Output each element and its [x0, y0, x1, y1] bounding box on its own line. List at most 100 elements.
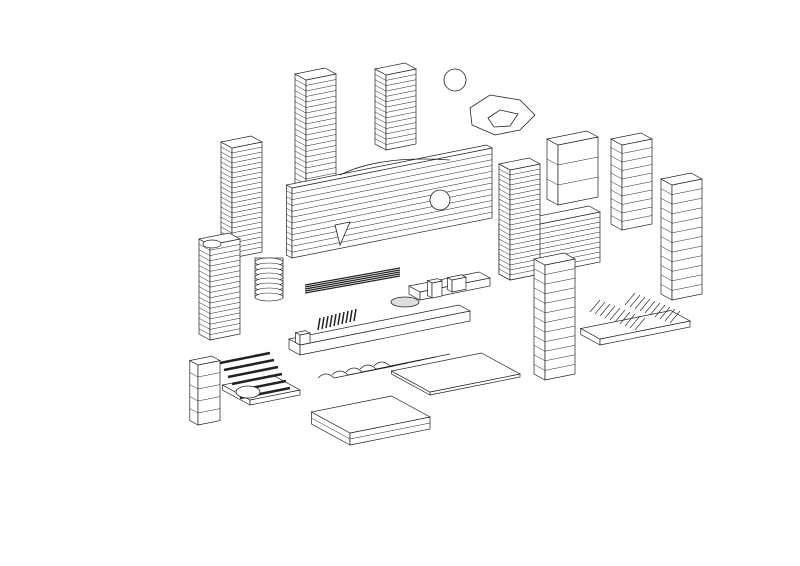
vault — [345, 359, 423, 373]
floor-line — [498, 178, 541, 186]
left-face — [427, 280, 433, 299]
figure — [353, 308, 357, 322]
figure — [345, 310, 349, 324]
slab-circular-void — [429, 189, 451, 211]
figure — [333, 313, 337, 327]
top-face — [294, 330, 312, 336]
floor-line — [294, 106, 337, 114]
floor-line — [498, 168, 541, 176]
floor-line — [660, 265, 703, 272]
floor-line — [198, 317, 241, 325]
floor-line — [198, 270, 241, 277]
floor-line — [660, 226, 703, 234]
stripe — [227, 365, 279, 379]
slab-roof-curve — [339, 158, 451, 176]
top-face — [310, 395, 432, 434]
floor-line — [286, 211, 493, 253]
floor-line — [498, 193, 541, 201]
stripe — [629, 294, 641, 308]
star-plan-core — [487, 109, 519, 128]
floor-line — [198, 249, 241, 256]
floor-line — [294, 139, 337, 147]
floor-line — [533, 306, 576, 314]
floor-line — [533, 345, 576, 352]
stripe — [629, 315, 641, 329]
floor-line — [220, 161, 263, 169]
top-face — [287, 304, 472, 346]
floor-line — [294, 112, 337, 119]
floor-line — [294, 172, 337, 180]
figure — [329, 314, 333, 328]
top-face — [579, 310, 692, 340]
floor-line — [294, 128, 337, 136]
floor-line — [498, 173, 541, 181]
floor-line — [498, 208, 541, 216]
tower-top-2 — [373, 62, 418, 151]
floor-line — [533, 316, 576, 323]
floor-line — [294, 167, 337, 174]
top-face — [373, 62, 418, 76]
top-face — [497, 157, 542, 171]
floor-line — [533, 325, 576, 333]
floor-line — [198, 244, 241, 251]
floor-line — [498, 243, 541, 251]
stripe-bar — [304, 273, 401, 292]
stripe — [654, 304, 666, 318]
stripe — [614, 309, 626, 323]
floor-line — [294, 150, 337, 158]
left-face — [546, 138, 559, 206]
floor-line — [498, 248, 541, 256]
stripe — [219, 351, 271, 365]
floor-line — [286, 171, 493, 212]
floor-line — [660, 245, 703, 253]
floor-line — [374, 122, 417, 129]
floor-line — [374, 127, 417, 135]
slab-triangular-void — [334, 221, 351, 247]
stripe — [649, 302, 661, 316]
floor-line — [198, 291, 241, 299]
right-face — [197, 360, 221, 426]
floor-line — [286, 176, 493, 218]
floor-line — [311, 417, 431, 440]
floor-line — [198, 259, 241, 267]
floor-line — [374, 84, 417, 92]
floor-line — [498, 183, 541, 191]
floor-line — [374, 106, 417, 113]
round-plinth — [235, 385, 261, 399]
floor-line — [220, 176, 263, 184]
floor-line — [374, 95, 417, 103]
stripe — [604, 305, 616, 319]
floor-line — [220, 151, 263, 159]
stripe — [624, 313, 636, 327]
floor-line — [220, 216, 263, 224]
floor-line — [610, 147, 653, 154]
floor-line — [533, 287, 576, 295]
floor-line — [498, 203, 541, 211]
vault — [317, 365, 395, 379]
figure — [321, 316, 325, 330]
floor-line — [294, 123, 337, 130]
floor-line — [374, 138, 417, 145]
small-block-bottom-left — [188, 355, 222, 426]
floor-line — [498, 218, 541, 226]
floor-line — [610, 181, 653, 188]
top-face — [545, 130, 600, 146]
floor-line — [286, 200, 493, 241]
frame-tower — [545, 130, 600, 206]
oval-object — [390, 296, 420, 308]
floor-line — [498, 238, 541, 246]
floor-line — [220, 211, 263, 219]
floor-line — [660, 197, 703, 205]
tower-left-front — [197, 232, 242, 341]
stripe — [589, 299, 601, 313]
floor-line — [220, 166, 263, 174]
floor-line — [374, 100, 417, 108]
floor-line — [294, 84, 337, 92]
floor-line — [374, 79, 417, 86]
floor-line — [374, 116, 417, 124]
floor-line — [189, 372, 221, 378]
floor-line — [610, 189, 653, 197]
top-face — [219, 135, 264, 149]
floor-line — [533, 297, 576, 304]
floor-line — [220, 181, 263, 189]
